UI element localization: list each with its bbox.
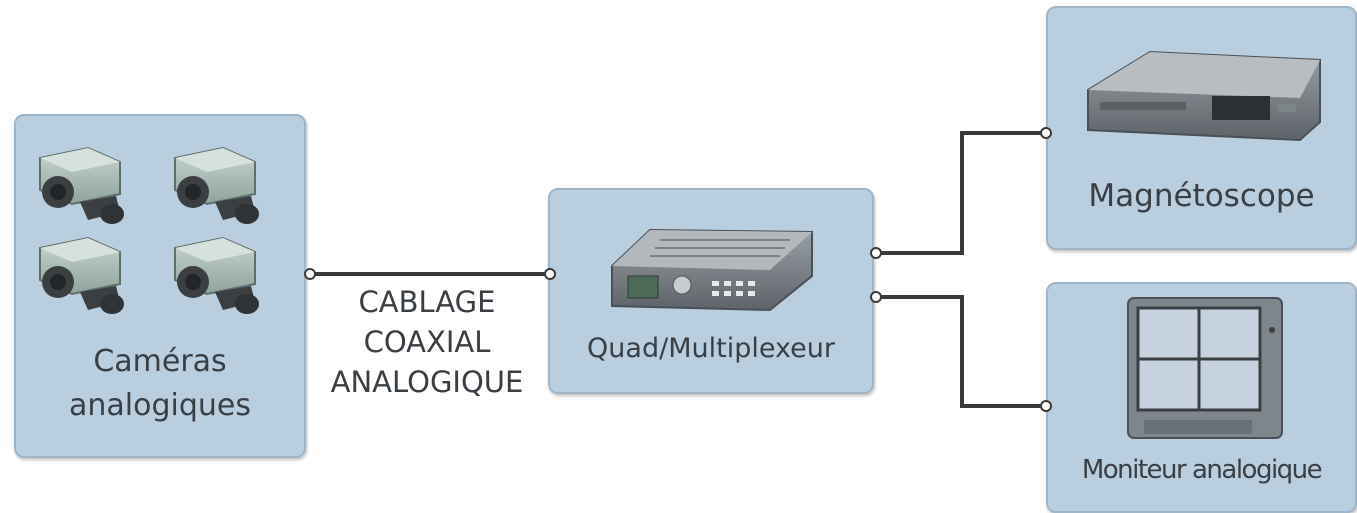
quad-multiplexer-icon: [611, 228, 813, 312]
coax-link-label: CABLAGE COAXIAL ANALOGIQUE: [308, 282, 546, 402]
quad-out-port-2: [870, 291, 882, 303]
cameras-label: Caméras analogiques: [14, 340, 306, 428]
cameras-label-line1: Caméras: [93, 344, 227, 379]
monitor-port: [1040, 400, 1052, 412]
monitor-icon: [1127, 297, 1283, 439]
quad-label: Quad/Multiplexeur: [587, 333, 835, 364]
quad-in-port: [544, 268, 556, 280]
monitor-wire: [876, 295, 1046, 408]
monitor-label: Moniteur analogique: [1081, 455, 1323, 485]
coax-label-line3: ANALOGIQUE: [330, 365, 524, 399]
cameras-label-line2: analogiques: [69, 388, 251, 423]
vcr-port: [1040, 127, 1052, 139]
coax-label-line2: COAXIAL: [363, 325, 491, 359]
quad-out-port-1: [870, 247, 882, 259]
vcr-label: Magnétoscope: [1088, 178, 1315, 214]
vcr-icon: [1087, 50, 1321, 142]
cameras-port: [304, 268, 316, 280]
vcr-wire: [876, 131, 1046, 255]
coax-label-line1: CABLAGE: [358, 285, 496, 319]
camera-icon: [39, 147, 260, 315]
